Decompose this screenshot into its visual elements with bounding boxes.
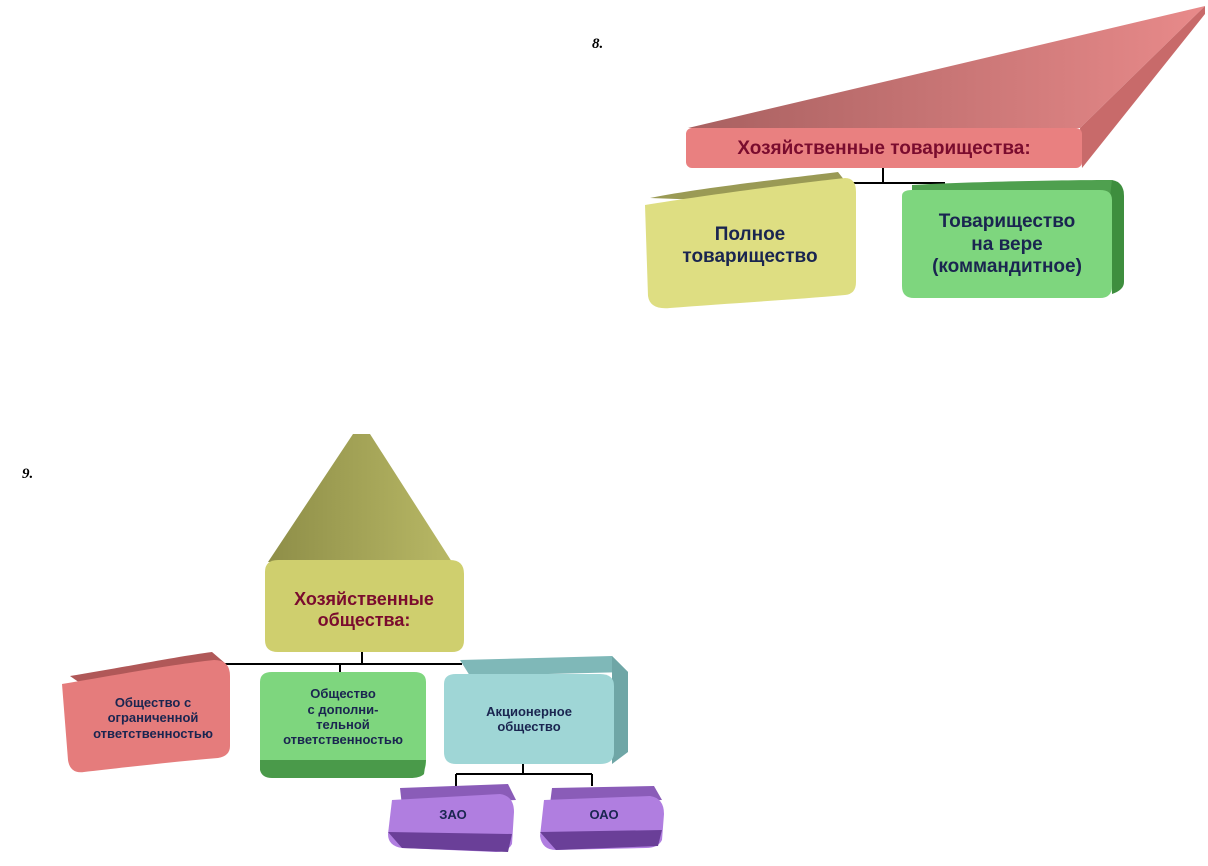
child-box-8-1: [645, 172, 856, 309]
child-box-9-2: [260, 672, 426, 778]
diagram-8: [645, 6, 1205, 309]
child-label-8-1: Полное товарищество: [682, 223, 818, 267]
root-box-8: [686, 6, 1205, 168]
grandchild-label-9-2: ОАО: [589, 807, 619, 823]
root-label-9: Хозяйственные общества:: [294, 588, 434, 630]
diagram-9-number: 9.: [22, 466, 34, 482]
child-label-9-2: Общество с дополни- тельной ответственно…: [283, 686, 403, 748]
grandchild-box-9-1: [388, 784, 516, 852]
grandchild-box-9-2: [540, 786, 664, 850]
child-box-8-2: [902, 180, 1124, 298]
diagram-9: [62, 434, 664, 852]
child-box-9-1: [62, 652, 230, 773]
child-label-8-2: Товарищество на вере (коммандитное): [932, 211, 1082, 278]
root-box-9: [265, 434, 464, 652]
connector-lines-9: [218, 652, 593, 786]
child-label-9-3: Акционерное общество: [486, 703, 572, 734]
child-box-9-3: [444, 656, 628, 764]
child-label-9-1: Общество с ограниченной ответственностью: [93, 695, 213, 741]
diagram-8-number: 8.: [592, 36, 604, 52]
grandchild-label-9-1: ЗАО: [439, 807, 467, 823]
root-label-8: Хозяйственные товарищества:: [737, 137, 1031, 159]
